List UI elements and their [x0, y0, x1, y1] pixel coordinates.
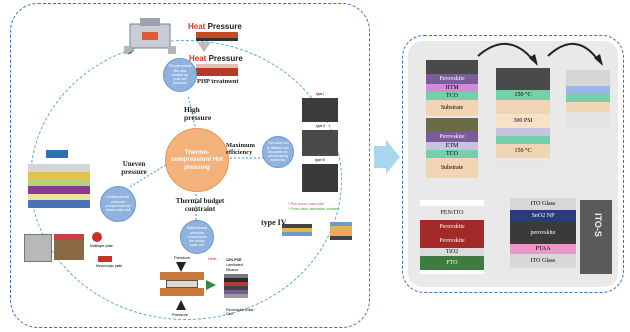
device-perovskite: perovskite — [510, 222, 576, 244]
bottom-right-device: ITO Glass SnO2 NP perovskite PTAA ITO Gl… — [510, 198, 576, 274]
device-photo: ITO-S — [580, 200, 612, 274]
device-perovskite-1: Perovskite — [420, 220, 484, 234]
php-film-top — [196, 38, 238, 41]
php-apparatus-image — [120, 16, 184, 56]
left-panel-frame — [10, 3, 370, 328]
php-treatment-label: PHP treatment — [197, 78, 239, 85]
satellite-bottom: Bidirectional pressure compresses the wh… — [180, 220, 214, 254]
type-2-label: type II — [316, 124, 326, 128]
device-sno2: SnO2 NP — [510, 210, 576, 222]
pce-label: 12% PCE — [226, 258, 242, 262]
satellite-right: The solar cell is divided into two parts… — [262, 136, 294, 168]
branch-high-pressure: High pressure — [184, 105, 212, 123]
branch-uneven-pressure: Uneven pressure — [121, 160, 147, 177]
arrow-shaft — [374, 146, 386, 168]
stack-2-tco: TCO — [426, 150, 478, 158]
press-heat-label: Heat — [208, 256, 217, 261]
type-4-label: type IV — [261, 218, 287, 227]
legend-pink: * Pink arrow: crack path — [288, 202, 324, 206]
branch-thermal-budget: Thermal budget constraint — [175, 197, 225, 214]
center-topic-circle: Thermo-compression/ Hot pressing — [165, 128, 229, 192]
stack-2-substrate: Substrate — [426, 158, 478, 178]
type-3-image — [302, 164, 338, 192]
type-4-diagram-a — [282, 224, 312, 244]
curved-arrows — [477, 42, 603, 66]
left-device-photos — [24, 226, 86, 266]
stack-2-perovskite: Perovskite — [426, 132, 478, 142]
stack-1-substrate: Substrate — [426, 100, 478, 116]
php-plate-bottom — [196, 68, 238, 76]
ethanol-label: Ethanol — [226, 268, 239, 272]
device-ptaa: PTAA — [510, 244, 576, 254]
press-pressure-top-label: Pressure — [174, 255, 191, 260]
press-temp-bottom: 150 °C — [496, 144, 550, 158]
multilayer-plate-icon — [92, 232, 102, 242]
stack-1-htm: HTM — [426, 84, 478, 92]
satellite-left: Unidirectional pressure compresses the w… — [100, 186, 136, 222]
php-heat-pressure-label-top: Heat Pressure — [188, 22, 242, 31]
stack-1-perovskite: Perovskite — [426, 74, 478, 84]
device-fto: FTO — [420, 256, 484, 270]
stack-1-tco: TCO — [426, 92, 478, 100]
type-4-diagram-b — [330, 222, 352, 246]
device-tio2: TiO2 — [420, 248, 484, 256]
stack-2-etm: ETM — [426, 142, 478, 150]
device-perovskite-2: Perovskite — [420, 234, 484, 248]
satellite-top: The perovskite film was treated by post-… — [163, 58, 197, 92]
press-temp-top: 150 °C — [496, 90, 550, 100]
stack-2: Perovskite ETM TCO Substrate — [426, 118, 478, 178]
php-film-bottom — [196, 64, 238, 68]
mesoscopic-plate-icon — [98, 256, 112, 262]
down-arrow-icon — [197, 42, 211, 52]
laminated-label: Laminated — [226, 263, 243, 267]
press-pressure-bottom-label: Pressure — [172, 312, 189, 317]
perovskite-cell-label: Perovskite Solar Cell — [226, 308, 254, 317]
type-1-image — [302, 98, 338, 122]
device-pen-ito: PEN/ITO — [420, 206, 484, 220]
press-device — [160, 272, 204, 298]
device-photo-label: ITO-S — [592, 213, 603, 237]
stack-1: Perovskite HTM TCO Substrate — [426, 60, 478, 116]
right-panel-frame — [402, 35, 624, 293]
branch-maximum-efficiency: Maximum efficiency — [226, 142, 255, 157]
bottom-left-device: PEN/ITO Perovskite Perovskite TiO2 FTO — [420, 200, 484, 274]
final-stack — [566, 70, 610, 128]
device-ito-glass-top: ITO Glass — [510, 198, 576, 210]
type-2-image — [302, 130, 338, 156]
final-cell-stack — [224, 274, 248, 304]
press-up-arrow-icon — [176, 300, 186, 310]
type-1-label: type I — [316, 92, 325, 96]
press-down-arrow-icon — [176, 262, 186, 272]
press-right-arrow-icon — [206, 280, 216, 290]
press-pressure-label: 300 PSI — [496, 114, 550, 128]
multilayer-plate-label: Multilayer plate — [90, 244, 113, 248]
left-layer-stack — [28, 150, 90, 220]
php-heat-pressure-label-bottom: Heat Pressure — [189, 54, 243, 63]
type-3-label: type III — [315, 158, 326, 162]
php-plate-top — [196, 32, 238, 38]
press-stack: 150 °C 300 PSI 150 °C — [496, 68, 550, 180]
device-types-images: type I type II type III — [300, 92, 340, 202]
legend-green: * Green dash: lamination interface — [288, 207, 340, 211]
device-ito-glass-bottom: ITO Glass — [510, 254, 576, 268]
mesoscopic-plate-label: Mesoscopic plate — [96, 264, 123, 268]
transition-arrow-icon — [386, 140, 400, 174]
